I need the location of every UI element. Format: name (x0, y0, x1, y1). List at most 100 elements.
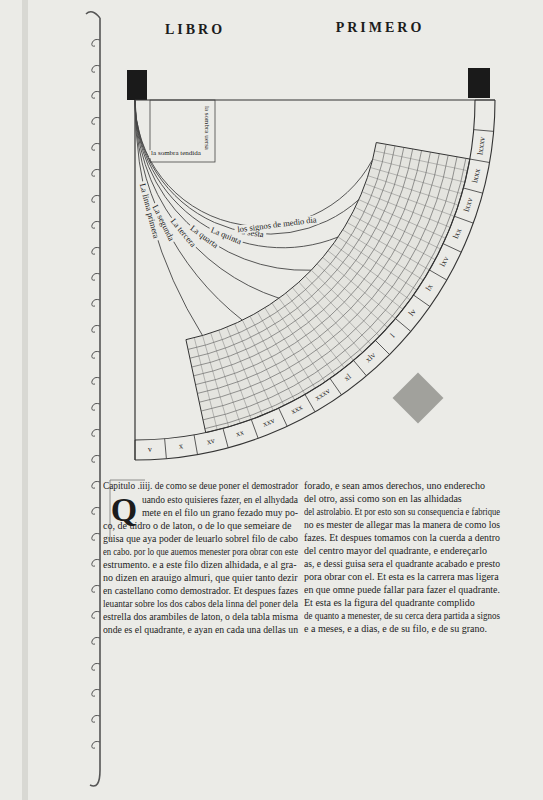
text-line: estrumento. e a este filo dizen alhidada… (103, 559, 297, 570)
band-tick (265, 308, 315, 389)
text-line: del astrolabio. Et por esto son su conse… (304, 506, 500, 517)
text-line: co, de uidro o de laton, o de lo que sem… (103, 520, 292, 531)
scale-ring (135, 100, 495, 460)
text-line: en cabo. por lo que auemos menester pora… (103, 546, 298, 557)
sight-vane (468, 68, 490, 98)
band-tick (362, 192, 450, 228)
band-tick (328, 251, 403, 309)
text-line: e a meses, e a dias, e de su filo, e de … (304, 623, 487, 634)
text-line: no es mester de allegar mas la manera de… (304, 519, 500, 530)
band-ring (203, 157, 457, 420)
band-tick (242, 320, 284, 405)
scale-tick (223, 428, 228, 447)
band-tick (227, 327, 263, 415)
text-line: onde es el quadrante, e ayan en cada una… (103, 624, 298, 635)
scale-tick (354, 360, 367, 375)
scale-tick (414, 295, 430, 306)
border-hook (92, 143, 100, 150)
band-tick (286, 293, 344, 368)
scale-tick (470, 159, 490, 162)
band-tick (323, 257, 396, 318)
text-line: leuantar sobre los dos cabos dela linna … (103, 598, 298, 609)
scale-tick (475, 100, 495, 101)
border-hook (92, 585, 100, 592)
text-line: fazes. Et despues tomamos con la cuerda … (304, 532, 500, 543)
band-tick (373, 159, 465, 182)
border-hook (92, 741, 100, 748)
band-tick (317, 264, 388, 328)
text-line: forado, e sean amos derechos, uno endere… (304, 480, 485, 491)
border-hook (92, 533, 100, 540)
band-ring (205, 158, 466, 428)
scale-tick (463, 188, 482, 193)
border-hook (92, 117, 100, 124)
band-tick (292, 288, 353, 361)
hour-line (135, 100, 203, 336)
band-tick (365, 184, 454, 216)
band-ring (194, 149, 413, 376)
band-ring (192, 147, 404, 367)
band-tick (351, 215, 435, 260)
scale-tick (165, 439, 167, 459)
scale-label: la sombra uersa (202, 104, 210, 152)
running-header: LIBRO (165, 22, 225, 37)
band-tick (194, 338, 217, 430)
text-line: del otro, assi como son en las alhidadas (304, 493, 462, 504)
scale-tick (279, 408, 287, 426)
hour-line (135, 100, 279, 298)
band-tick (355, 207, 440, 249)
text-line: pora obrar con el. Et esta es la carrera… (304, 571, 499, 582)
band-tick (235, 324, 274, 411)
border-hook (92, 299, 100, 306)
border-hook (92, 507, 100, 514)
border-hook (92, 403, 100, 410)
text-line: estrella dos arambiles de laton, o dela … (103, 611, 298, 622)
text-line: en que omne puede fallar para fazer el q… (304, 584, 500, 595)
border-hook (92, 169, 100, 176)
degree-number: xv (206, 437, 216, 447)
border-hooks (92, 39, 100, 748)
text-line: as, e dessi guisa sera el quadrante acab… (304, 558, 500, 569)
border-hook (92, 351, 100, 358)
text-line: del centro mayor del quadrante, e endere… (304, 545, 487, 556)
scale-tick (305, 394, 315, 411)
scale-tick (135, 440, 136, 460)
border-hook (92, 429, 100, 436)
border-hook (92, 247, 100, 254)
scale-tick (395, 319, 410, 332)
band-tick (375, 151, 468, 171)
band-tick (347, 223, 429, 271)
border-hook (92, 65, 100, 72)
band-tick (279, 298, 335, 375)
scale-label: la sombra tendida (149, 150, 203, 158)
band-tick (203, 336, 229, 427)
band-ring (196, 151, 422, 385)
scale-tick (429, 270, 446, 280)
shadow-square (150, 100, 215, 162)
band-tick (359, 200, 446, 239)
band-tick (299, 282, 363, 353)
text-line: en castellano como demostrador. Et despu… (103, 585, 298, 596)
band-ring (190, 146, 395, 358)
running-header: PRIMERO (336, 20, 425, 35)
degree-number: x (178, 442, 183, 451)
border-hook (92, 325, 100, 332)
band-ring (201, 155, 448, 411)
border-hook (92, 91, 100, 98)
border-hook (92, 559, 100, 566)
text-line: guisa que aya poder de leuarlo sobrel fi… (103, 533, 298, 544)
quadrant-edge (134, 100, 135, 460)
hour-line (135, 100, 359, 234)
scale-tick (474, 130, 494, 132)
band-tick (305, 276, 371, 344)
scale-tick (454, 216, 473, 223)
scale-tick (375, 340, 389, 354)
band-ring (197, 152, 430, 393)
scale-tick (330, 379, 341, 395)
border-hook (92, 195, 100, 202)
text-line: no dizen en arauigo almuri, que quier ta… (103, 572, 298, 583)
border-line (86, 12, 100, 786)
band-tick (338, 237, 417, 290)
